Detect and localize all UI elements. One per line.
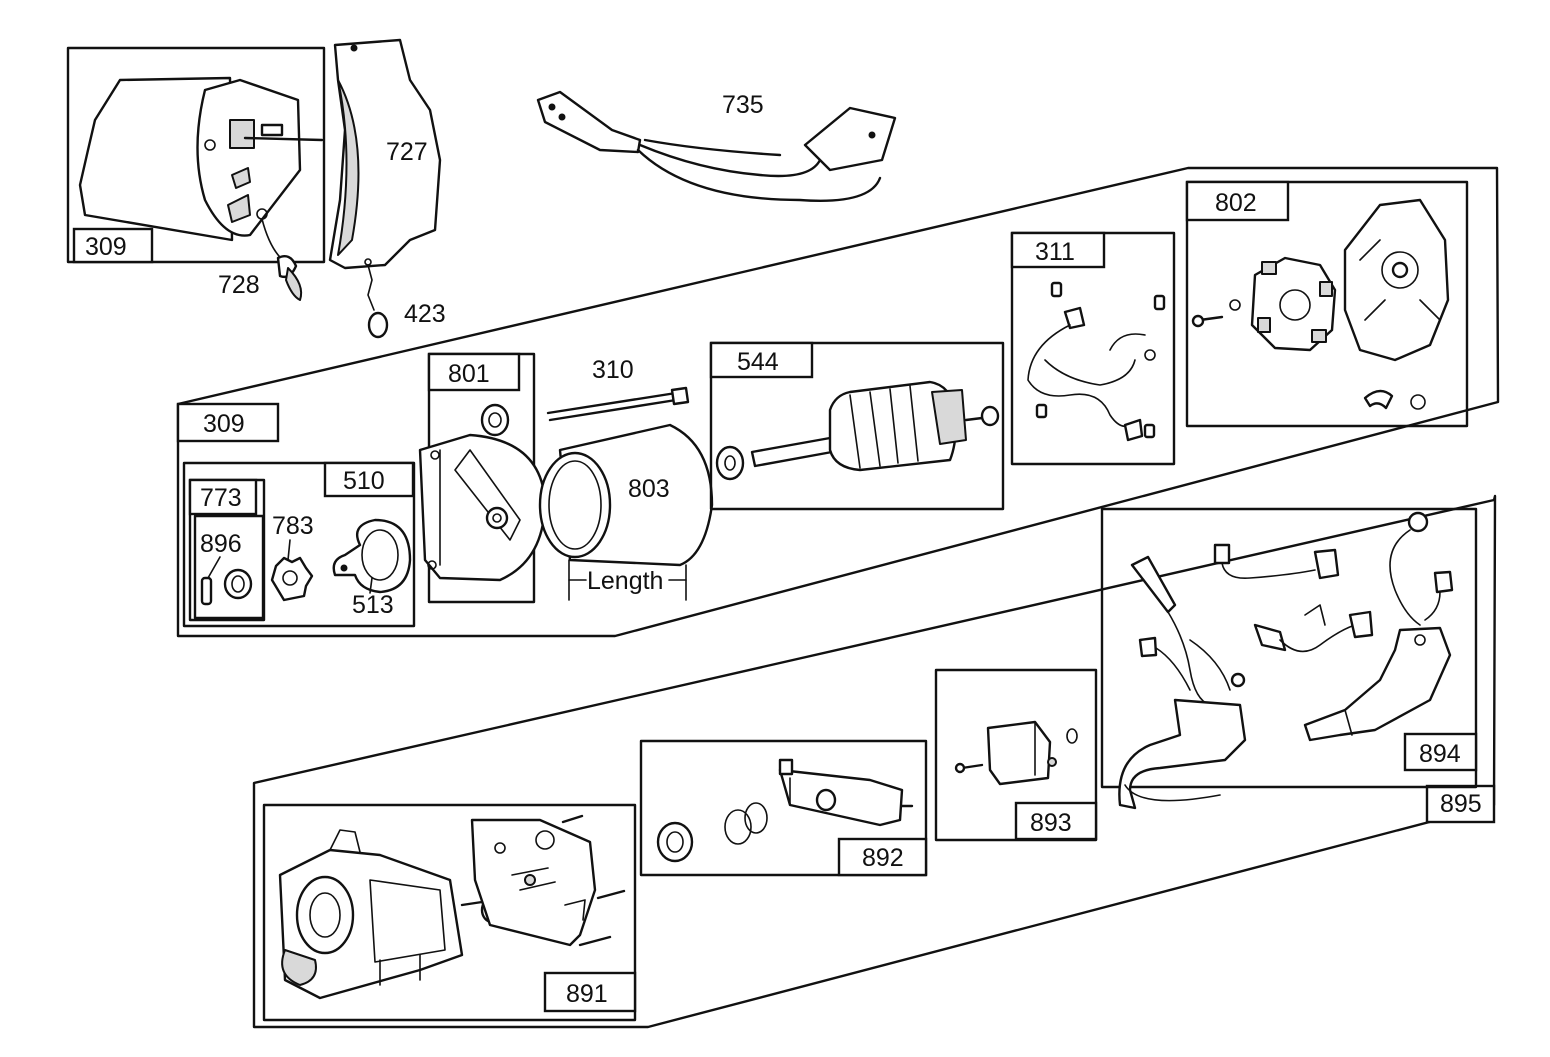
label-895: 895 <box>1440 790 1482 818</box>
part-310-thru-bolt: 310 <box>546 356 690 422</box>
part-group-892: 892 <box>639 739 928 877</box>
label-891: 891 <box>566 980 608 1008</box>
label-803: 803 <box>628 475 670 503</box>
label-310: 310 <box>592 356 634 384</box>
label-510: 510 <box>343 467 385 495</box>
label-311: 311 <box>1035 238 1075 266</box>
label-893: 893 <box>1030 809 1072 837</box>
part-group-311: 311 <box>1010 231 1176 466</box>
part-group-891: 891 <box>262 803 637 1022</box>
label-544: 544 <box>737 348 779 376</box>
part-group-544: 544 <box>709 341 1005 511</box>
label-783: 783 <box>272 512 314 540</box>
label-801: 801 <box>448 360 490 388</box>
label-513: 513 <box>352 591 394 619</box>
label-728: 728 <box>218 271 260 299</box>
label-735: 735 <box>722 91 764 119</box>
part-group-801: 801 <box>418 352 547 604</box>
label-894: 894 <box>1419 740 1461 768</box>
part-group-894: 894 <box>1100 507 1478 810</box>
part-803-motor-housing: 803 Length <box>538 423 714 601</box>
part-group-895-band: 895 <box>252 494 1497 1029</box>
part-group-510: 510 773 896 783 513 <box>182 461 416 628</box>
part-727-cover: 727 423 <box>328 38 446 339</box>
label-423: 423 <box>404 300 446 328</box>
label-727: 727 <box>386 138 428 166</box>
part-group-309-top: 309 728 <box>66 46 326 301</box>
label-896: 896 <box>200 530 242 558</box>
label-309-top: 309 <box>85 233 127 261</box>
label-length: Length <box>587 567 663 595</box>
part-group-309-starter-band: 309 <box>176 166 1500 638</box>
part-735-cord: 735 <box>536 90 897 202</box>
label-802: 802 <box>1215 189 1257 217</box>
label-892: 892 <box>862 844 904 872</box>
part-group-893: 893 <box>934 668 1098 842</box>
label-773: 773 <box>200 484 242 512</box>
part-group-802: 802 <box>1185 180 1469 428</box>
label-309-mid: 309 <box>203 410 245 438</box>
